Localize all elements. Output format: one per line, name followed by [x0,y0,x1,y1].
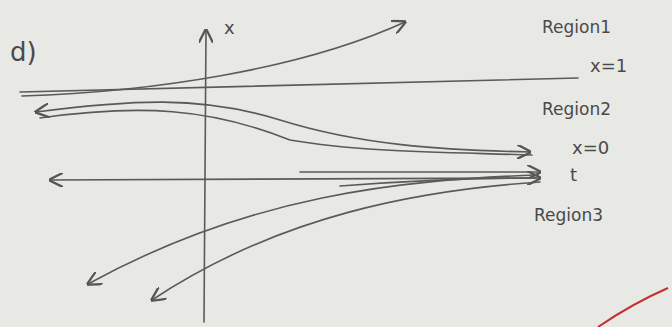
equilibrium-label: x=1 [588,56,629,76]
solution-curve [40,110,532,155]
solution-curve [300,171,540,173]
equilibrium-line-1 [20,78,578,92]
solution-curve [88,175,538,284]
region-label: Region2 [540,100,613,119]
solution-curve [22,22,405,96]
region-label: Region3 [532,206,605,225]
solution-curve [152,182,540,300]
solution-curve [340,178,536,186]
axis-label: x [222,18,237,38]
axis-label: t [568,165,579,185]
solution-curve [36,102,530,152]
part-label: d) [8,38,39,67]
region-label: Region1 [540,18,613,37]
equilibrium-label: x=0 [570,138,611,158]
x-axis [204,30,206,322]
red-mark [598,288,668,327]
